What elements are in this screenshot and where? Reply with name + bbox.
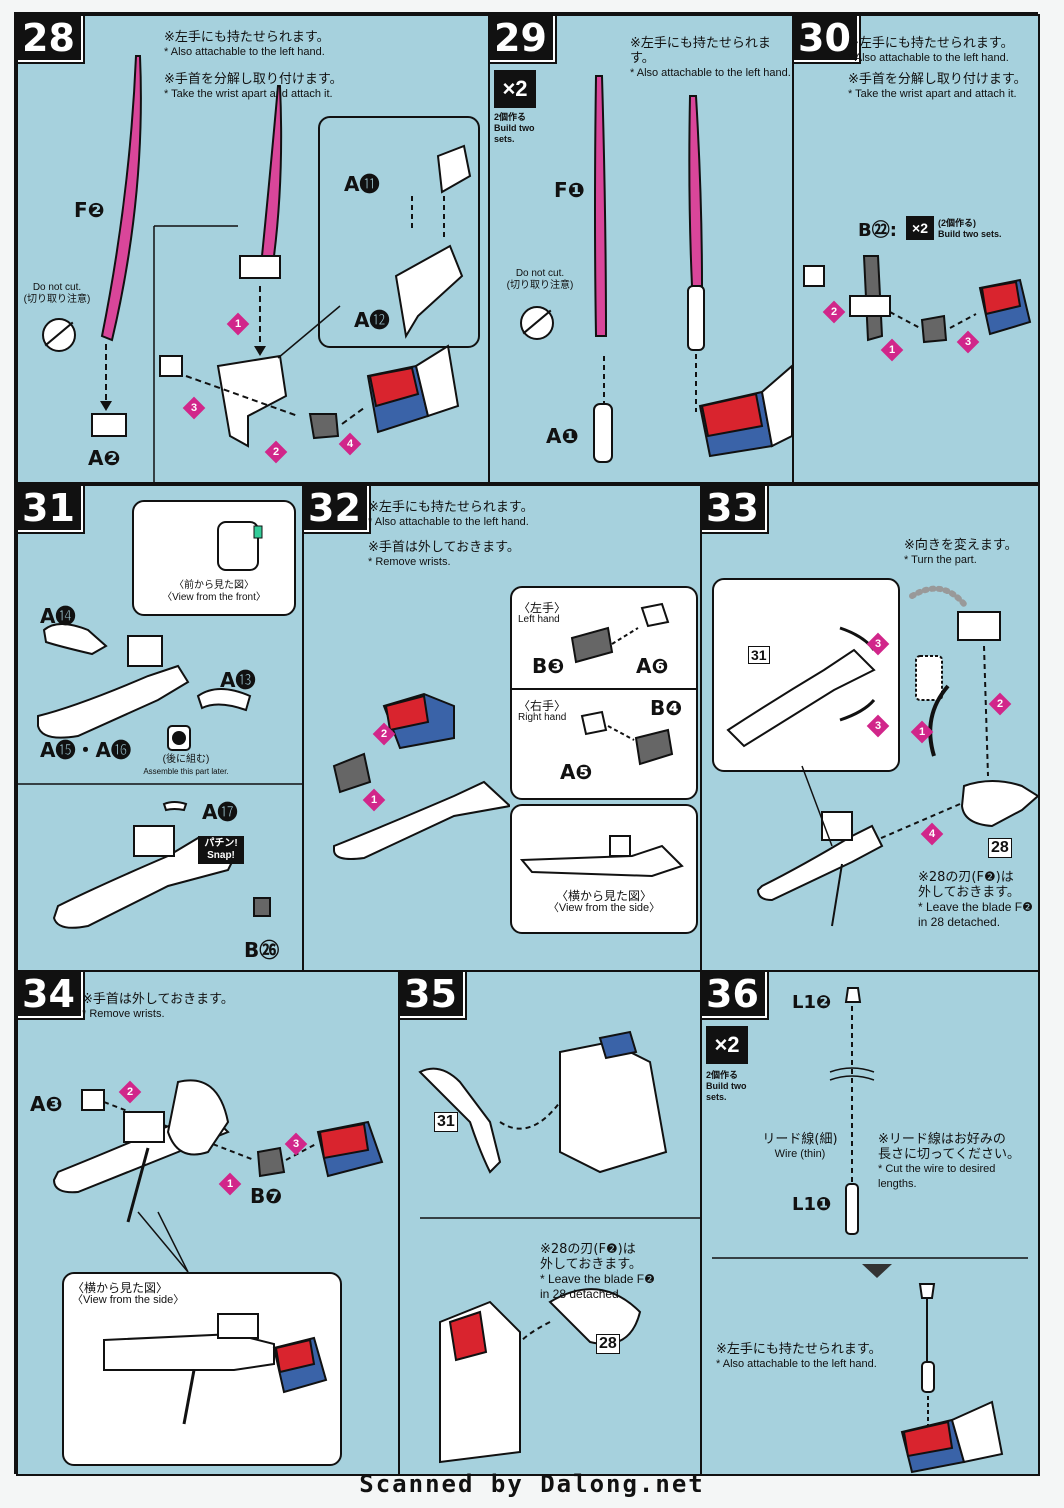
side-view-inset: 〈横から見た図〉 〈View from the side〉: [510, 804, 698, 934]
blade-detached-note: ※28の刃(F❷)は 外しておきます。 * Leave the blade F❷…: [918, 870, 1033, 929]
front-view-caption: 〈前から見た図〉 〈View from the front〉: [162, 580, 266, 603]
step-number: 36: [702, 972, 769, 1020]
step-number: 30: [794, 16, 861, 64]
part-a17-label: A⓱: [202, 800, 238, 824]
build-two-note: (2個作る) Build two sets.: [938, 218, 1002, 239]
part-a14-label: A⓮: [40, 604, 76, 628]
right-hand-caption: 〈右手〉 Right hand: [518, 699, 567, 723]
part-a1-label: A❶: [546, 424, 579, 448]
part-a2-label: A❷: [88, 446, 121, 470]
assemble-later-note: (後に組む) Assemble this part later.: [143, 754, 229, 776]
note-wrist-apart: ※手首を分解し取り付けます。 * Take the wrist apart an…: [164, 72, 343, 100]
do-not-cut-label: Do not cut. (切り取り注意): [506, 268, 574, 291]
part-a12-label: A⓬: [354, 308, 390, 332]
part-b22-label: B㉒:: [858, 220, 897, 241]
part-a5-label: A❺: [560, 760, 593, 784]
step-30-panel: 30 ※左手にも持たせられます。 * Also attachable to th…: [792, 14, 1040, 484]
hands-detail-inset: 〈左手〉 Left hand B❸ A❻ 〈右手〉 Right hand B❹ …: [510, 586, 698, 800]
front-view-inset: 〈前から見た図〉 〈View from the front〉: [132, 500, 296, 616]
note-turn-part: ※向きを変えます。 * Turn the part.: [904, 538, 1018, 566]
step-36-panel: 36 ×2 2個作る Build two sets. L1❷ L1❶ リード線(…: [700, 970, 1040, 1476]
note-left-hand: ※左手にも持たせられます。 * Also attachable to the l…: [630, 36, 791, 79]
step-35-drawing: [418, 1030, 700, 1464]
side-view-drawing: [103, 1313, 328, 1425]
build-two-badge: ×2: [706, 1026, 748, 1064]
part-f1-label: F❶: [554, 178, 585, 202]
step-number: 35: [400, 972, 467, 1020]
note-left-hand: ※左手にも持たせられます。 * Also attachable to the l…: [368, 500, 534, 528]
step-29-panel: 29 ×2 2個作る Build two sets. ※左手にも持たせられます。…: [488, 14, 794, 484]
step-30-drawing: [803, 255, 1032, 344]
side-view-inset: 〈横から見た図〉 〈View from the side〉: [62, 1272, 342, 1466]
cut-wire-note: ※リード線はお好みの 長さに切ってください。 * Cut the wire to…: [878, 1132, 1020, 1190]
note-remove-wrists: ※手首は外しておきます。 * Remove wrists.: [82, 992, 234, 1020]
step-32-panel: 32 ※左手にも持たせられます。 * Also attachable to th…: [302, 484, 702, 972]
snap-badge: パチン! Snap!: [198, 836, 244, 864]
part-b4-label: B❹: [650, 696, 683, 720]
step-number: 28: [18, 16, 85, 64]
step-31-drawing: [18, 521, 302, 929]
step-29-drawing: [593, 75, 792, 463]
part-a6-label: A❻: [636, 654, 669, 678]
do-not-cut-icon: [520, 306, 554, 340]
part-a11-label: A⓫: [344, 172, 380, 196]
note-left-hand: ※左手にも持たせられます。 * Also attachable to the l…: [716, 1342, 882, 1370]
note-left-hand: ※左手にも持たせられます。 * Also attachable to the l…: [164, 30, 330, 58]
do-not-cut-label: Do not cut. (切り取り注意): [23, 282, 91, 305]
step-36-drawing: [712, 987, 1028, 1474]
build-two-note: 2個作る Build two sets.: [706, 1070, 747, 1102]
part-a13-label: A⓭: [220, 668, 256, 692]
part-l12-label: L1❷: [792, 992, 832, 1013]
ref-step-28-badge: 28: [988, 838, 1012, 858]
part-l11-label: L1❶: [792, 1194, 832, 1215]
part-b3-label: B❸: [532, 654, 565, 678]
step-number: 29: [490, 16, 557, 64]
step-34-panel: 34 ※手首は外しておきます。 * Remove wrists. A❸ B❼ 1…: [16, 970, 400, 1476]
wire-label: リード線(細) Wire (thin): [762, 1132, 838, 1160]
step-32-drawing: [332, 692, 510, 860]
note-remove-wrists: ※手首は外しておきます。 * Remove wrists.: [368, 540, 520, 568]
left-hand-caption: 〈左手〉 Left hand: [518, 601, 567, 625]
step-28-drawing: [91, 55, 472, 482]
part-b7-label: B❼: [250, 1184, 283, 1208]
step-number: 34: [18, 972, 85, 1020]
part-a3-label: A❸: [30, 1092, 63, 1116]
note-wrist-apart: ※手首を分解し取り付けます。 * Take the wrist apart an…: [848, 72, 1027, 100]
part-b26-label: B㉖: [244, 938, 280, 962]
note-left-hand: ※左手にも持たせられます。 * Also attachable to the l…: [848, 36, 1014, 64]
build-two-badge: ×2: [494, 70, 536, 108]
part-f2-label: F❷: [74, 198, 105, 222]
hands-detail-drawing: [570, 602, 674, 766]
ref-step-28-badge: 28: [596, 1334, 620, 1354]
step-31-panel: 31 〈前から見た図〉 〈View from the front〉 A⓮ A⓭ …: [16, 484, 304, 972]
ref-step-31-badge: 31: [434, 1112, 458, 1132]
do-not-cut-icon: [42, 318, 76, 352]
build-two-note: 2個作る Build two sets.: [494, 112, 535, 144]
side-view-caption: 〈横から見た図〉 〈View from the side〉: [72, 1281, 185, 1306]
scanner-credit: Scanned by Dalong.net: [359, 1470, 705, 1498]
part-a15-a16-label: A⓯・A⓰: [40, 738, 131, 762]
rotation-inset: 31: [712, 578, 900, 772]
side-view-drawing: [519, 835, 684, 878]
wrist-detail-inset: [318, 116, 480, 348]
step-28-panel: 28 ※左手にも持たせられます。 * Also attachable to th…: [16, 14, 490, 484]
step-number: 32: [304, 486, 371, 534]
step-number: 31: [18, 486, 85, 534]
build-two-badge: ×2: [906, 216, 934, 240]
instruction-sheet: 28 ※左手にも持たせられます。 * Also attachable to th…: [14, 12, 1040, 1476]
step-34-drawing: [52, 1079, 384, 1273]
inset-divider: [512, 688, 696, 690]
step-33-panel: 33 ※向きを変えます。 * Turn the part. 31 3 3: [700, 484, 1040, 972]
step-33-drawing: [756, 585, 1038, 927]
ref-step-31-badge: 31: [748, 646, 770, 664]
side-view-caption: 〈横から見た図〉 〈View from the side〉: [547, 889, 661, 914]
step-35-panel: 35 31 ※28の刃(F❷)は 外しておきます。 * Leave the bl…: [398, 970, 702, 1476]
blade-detached-note: ※28の刃(F❷)は 外しておきます。 * Leave the blade F❷…: [540, 1242, 655, 1301]
step-number: 33: [702, 486, 769, 534]
